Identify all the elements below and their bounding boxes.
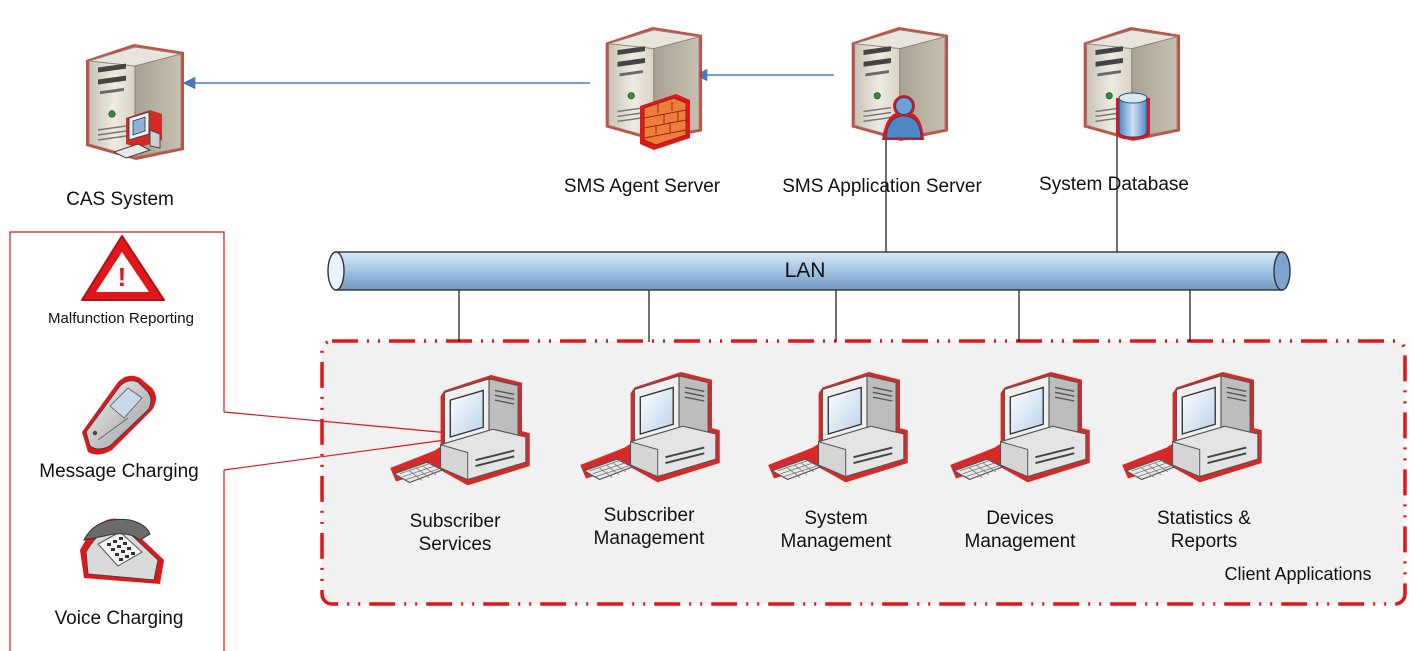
telephone-icon [80, 518, 164, 584]
channel-label-malfunction-reporting: Malfunction Reporting [48, 310, 194, 327]
cas-system-server-icon [85, 43, 185, 161]
svg-text:!: ! [118, 262, 127, 292]
lan-label: LAN [784, 259, 826, 282]
sms-application-server-label: SMS Application Server [782, 176, 982, 197]
sms-agent-server-icon [604, 26, 703, 150]
firewall-icon [640, 94, 690, 150]
sms-application-server-icon [850, 26, 949, 142]
sms-agent-server-label: SMS Agent Server [563, 176, 721, 197]
warning-triangle-icon: ! [81, 235, 165, 301]
channel-link-lower [223, 437, 461, 471]
channel-link-upper [223, 411, 461, 435]
channel-label-message-charging: Message Charging [39, 461, 199, 482]
lan-pipe [327, 251, 1291, 291]
channel-panel-border-top [9, 231, 225, 651]
client-label-devices-management: Devices Management [964, 508, 1076, 552]
system-database-server-icon [1082, 26, 1181, 142]
user-icon [882, 95, 924, 140]
channel-label-voice-charging: Voice Charging [54, 608, 184, 629]
system-database-label: System Database [1039, 174, 1189, 195]
client-label-subscriber-management: Subscriber Management [593, 505, 705, 549]
cas-system-label: CAS System [66, 189, 174, 210]
client-label-statistics-reports: Statistics & Reports [1157, 508, 1251, 552]
mobile-phone-icon [82, 375, 156, 455]
client-label-system-management: System Management [780, 508, 892, 552]
client-label-subscriber-services: Subscriber Services [409, 511, 501, 555]
client-applications-label: Client Applications [1224, 564, 1372, 584]
database-cylinder-icon [1116, 92, 1150, 140]
